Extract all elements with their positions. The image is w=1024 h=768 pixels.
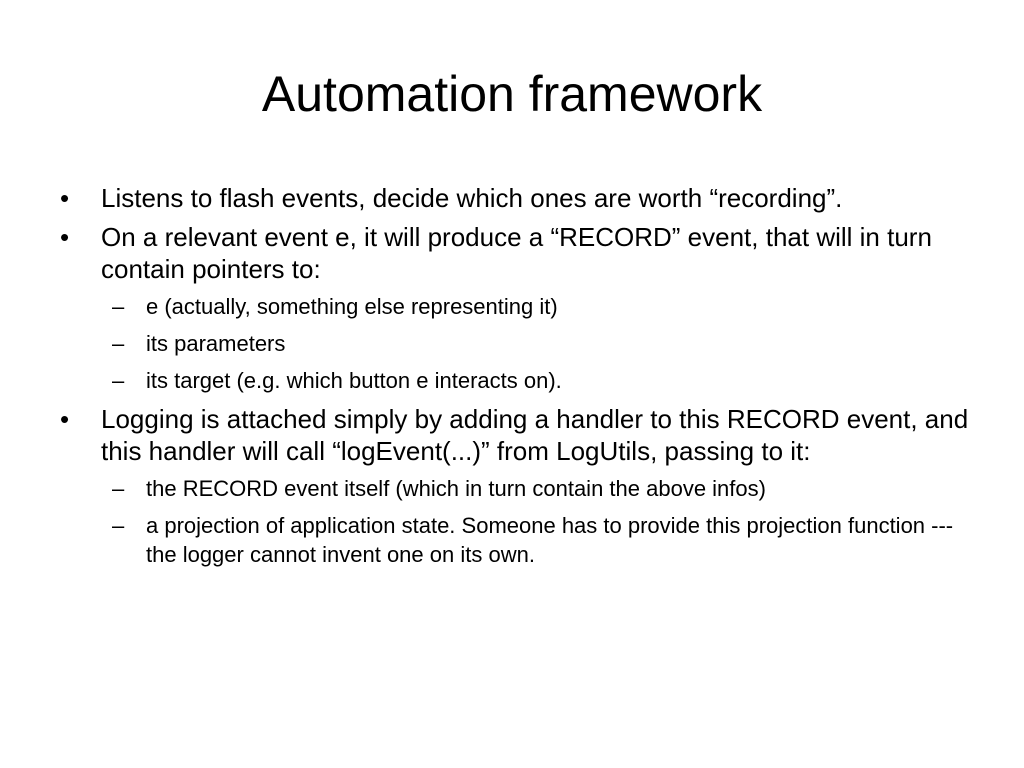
sub-bullet-item: – a projection of application state. Som… — [60, 511, 980, 569]
sub-bullet-item: – its target (e.g. which button e intera… — [60, 366, 980, 395]
bullet-item: • On a relevant event e, it will produce… — [60, 221, 980, 285]
bullet-item: • Logging is attached simply by adding a… — [60, 403, 980, 467]
sub-bullet-list: – e (actually, something else representi… — [60, 292, 980, 395]
bullet-item: • Listens to flash events, decide which … — [60, 182, 980, 214]
sub-bullet-text: the RECORD event itself (which in turn c… — [146, 476, 766, 501]
sub-bullet-text: its target (e.g. which button e interact… — [146, 368, 562, 393]
sub-bullet-text: e (actually, something else representing… — [146, 294, 558, 319]
dash-icon: – — [112, 513, 125, 538]
sub-bullet-item: – e (actually, something else representi… — [60, 292, 980, 321]
sub-bullet-text: its parameters — [146, 331, 286, 356]
sub-bullet-list: – the RECORD event itself (which in turn… — [60, 474, 980, 569]
bullet-text: Listens to flash events, decide which on… — [101, 183, 843, 213]
slide-title: Automation framework — [261, 66, 763, 122]
slide-body: • Listens to flash events, decide which … — [60, 182, 980, 577]
bullet-text: On a relevant event e, it will produce a… — [101, 222, 932, 284]
bullet-dot-icon: • — [60, 183, 70, 213]
dash-icon: – — [112, 368, 125, 393]
bullet-text: Logging is attached simply by adding a h… — [101, 404, 969, 466]
sub-bullet-item: – the RECORD event itself (which in turn… — [60, 474, 980, 503]
sub-bullet-text: a projection of application state. Someo… — [146, 513, 954, 567]
dash-icon: – — [112, 294, 125, 319]
sub-bullet-item: – its parameters — [60, 329, 980, 358]
bullet-dot-icon: • — [60, 222, 70, 252]
dash-icon: – — [112, 476, 125, 501]
bullet-dot-icon: • — [60, 404, 70, 434]
dash-icon: – — [112, 331, 125, 356]
